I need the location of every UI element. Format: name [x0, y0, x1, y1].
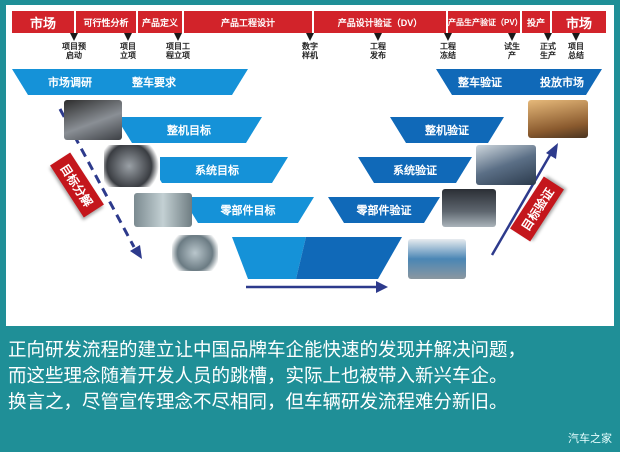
test-bench-image: [476, 145, 536, 185]
band-market-research-vehicle-req: 市场调研 整车要求: [12, 69, 248, 95]
milestone-mass-production: 正式 生产: [530, 33, 566, 60]
stage-engineering-design: 产品工程设计: [184, 11, 312, 33]
arrow-right-head-icon: [376, 281, 388, 293]
engine-test-image: [442, 189, 496, 227]
milestone-marker-icon: [508, 33, 516, 41]
band-label-powertrain-target: 整机目标: [167, 125, 211, 137]
car-interior-image: [64, 100, 122, 140]
v-diagram-graphics: [58, 108, 558, 293]
stage-product-definition: 产品定义: [138, 11, 182, 33]
milestone-engineering-freeze: 工程 冻结: [430, 33, 466, 60]
milestone-engineering-release: 工程 发布: [360, 33, 396, 60]
milestone-marker-icon: [174, 33, 182, 41]
validate-up-arrow: [490, 154, 552, 256]
milestone-project-prelaunch: 项目预 启动: [56, 33, 92, 60]
milestone-marker-icon: [572, 33, 580, 41]
band-label-vehicle-requirements: 整车要求: [132, 77, 176, 89]
decompose-dashed-arrow: [58, 108, 136, 248]
milestone-marker-icon: [374, 33, 382, 41]
fuel-injector-image: [134, 193, 192, 227]
milestone-marker-icon: [544, 33, 552, 41]
stage-market-end: 市场: [552, 11, 606, 33]
milestone-marker-icon: [124, 33, 132, 41]
v-bottom-left: [232, 237, 306, 279]
band-label-powertrain-validation: 整机验证: [425, 125, 469, 137]
band-system-target: 系统目标: [146, 157, 288, 183]
stage-launch: 投产: [522, 11, 550, 33]
milestone-engineering-approval: 项目工 程立项: [160, 33, 196, 60]
band-vehicle-validation-launch: 整车验证 投放市场: [436, 69, 602, 95]
caption-line: 换言之，尽管宣传理念不尽相同，但车辆研发流程难分新旧。: [8, 392, 508, 413]
band-powertrain-validation: 整机验证: [390, 117, 504, 143]
caption-line: 而这些理念随着开发人员的跳槽，实际上也被带入新兴车企。: [8, 366, 508, 387]
v-bottom-right: [296, 237, 402, 279]
band-powertrain-target: 整机目标: [116, 117, 262, 143]
desert-car-image: [528, 100, 588, 138]
milestone-trial-production: 试生 产: [494, 33, 530, 60]
milestone-marker-icon: [306, 33, 314, 41]
arrow-up-head-icon: [546, 143, 558, 159]
lab-equipment-image: [408, 239, 466, 279]
band-label-system-validation: 系统验证: [393, 165, 437, 177]
band-label-vehicle-validation: 整车验证: [458, 77, 502, 89]
milestone-marker-icon: [70, 33, 78, 41]
caption-line: 正向研发流程的建立让中国品牌车企能快速的发现并解决问题，: [8, 340, 527, 361]
milestone-marker-icon: [444, 33, 452, 41]
band-label-component-target: 零部件目标: [220, 205, 276, 217]
milestone-project-summary: 项目 总结: [558, 33, 594, 60]
caption-text: 正向研发流程的建立让中国品牌车企能快速的发现并解决问题， 而这些理念随着开发人员…: [8, 338, 612, 416]
band-label-market-research: 市场调研: [48, 77, 92, 89]
engine-image: [104, 145, 160, 187]
diagram-panel: 市场 可行性分析 产品定义 产品工程设计 产品设计验证（DV） 产品生产验证（P…: [6, 5, 614, 326]
watermark-logo: 汽车之家: [568, 433, 612, 445]
stage-bar: 市场 可行性分析 产品定义 产品工程设计 产品设计验证（DV） 产品生产验证（P…: [12, 11, 606, 33]
stage-production-validation: 产品生产验证（PV）: [448, 11, 523, 33]
milestone-digital-prototype: 数字 样机: [292, 33, 328, 60]
band-system-validation: 系统验证: [358, 157, 472, 183]
band-label-system-target: 系统目标: [195, 165, 239, 177]
band-label-market-launch: 投放市场: [540, 77, 584, 89]
band-component-validation: 零部件验证: [328, 197, 440, 223]
band-label-component-validation: 零部件验证: [356, 205, 412, 217]
stage-design-validation: 产品设计验证（DV）: [314, 11, 446, 33]
stage-feasibility: 可行性分析: [76, 11, 136, 33]
stage-market-start: 市场: [12, 11, 74, 33]
band-component-target: 零部件目标: [182, 197, 314, 223]
milestone-project-approval: 项目 立项: [110, 33, 146, 60]
arrow-down-head-icon: [130, 245, 142, 259]
piston-image: [172, 235, 218, 271]
